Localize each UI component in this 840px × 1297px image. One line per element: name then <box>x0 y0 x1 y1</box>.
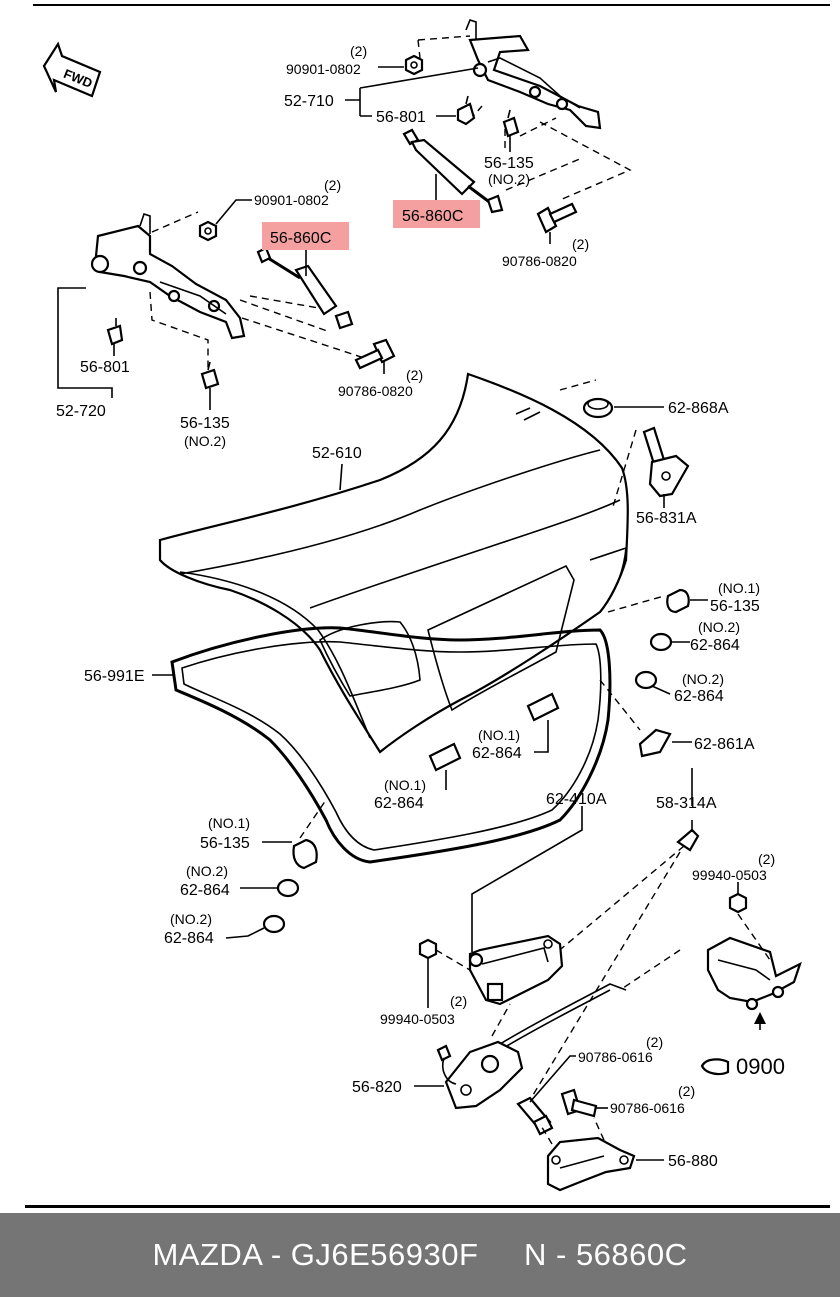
label-62-868a: 62-868A <box>668 400 729 417</box>
label-90786-0820-top: 90786-0820 <box>502 253 577 269</box>
highlight-56-860c-left <box>262 222 349 250</box>
stopper-56-135-top <box>502 109 520 138</box>
lock-56-820 <box>436 1040 524 1110</box>
bumper-56-831a <box>642 426 690 498</box>
label-62-864-c2: 62-864 <box>374 795 424 812</box>
label-90786-0820-left: 90786-0820 <box>338 383 413 399</box>
highlight-56-860c-top <box>393 200 480 228</box>
plug-62-864-center-2 <box>428 742 462 772</box>
label-62-864-c1-no: (NO.1) <box>478 727 520 743</box>
footer-part-number: MAZDA - GJ6E56930F N - 56860C <box>152 1237 688 1272</box>
label-62-864-bl2-no: (NO.2) <box>170 911 212 927</box>
plug-62-864-right-2 <box>634 670 658 690</box>
label-90901-0802-top-qty: (2) <box>350 43 367 59</box>
label-90901-0802-left-qty: (2) <box>324 177 341 193</box>
striker-56-880 <box>546 1136 636 1192</box>
nut-99940-0503-right <box>728 892 748 914</box>
nut-90901-0802-left <box>198 220 218 242</box>
label-56-801-left: 56-801 <box>80 359 130 376</box>
label-90786-0616-a-qty: (2) <box>646 1034 663 1050</box>
label-56-135-bl-no: (NO.1) <box>208 815 250 831</box>
label-56-135-left-no: (NO.2) <box>184 433 226 449</box>
label-62-861a: 62-861A <box>694 736 755 753</box>
hinge-right-52-710 <box>465 19 602 130</box>
label-56-135-right: 56-135 <box>710 598 760 615</box>
bolt-90786-0616-a <box>516 1096 554 1136</box>
label-56-831a: 56-831A <box>636 510 697 527</box>
label-62-864-bl1: 62-864 <box>180 882 230 899</box>
plug-62-864-right-1 <box>649 632 673 652</box>
top-frame-line <box>33 4 830 6</box>
bolt-90786-0820-top <box>536 202 578 234</box>
cover-62-861a <box>638 728 672 758</box>
label-56-820: 56-820 <box>352 1079 402 1096</box>
label-62-864-c1: 62-864 <box>472 745 522 762</box>
label-62-410a: 62-410A <box>546 791 607 808</box>
weatherstrip-56-991e <box>170 626 612 864</box>
label-52-720: 52-720 <box>56 403 106 420</box>
label-62-864-bl1-no: (NO.2) <box>186 863 228 879</box>
label-62-864-r2-no: (NO.2) <box>682 671 724 687</box>
footer-bar: MAZDA - GJ6E56930F N - 56860C <box>0 1213 840 1297</box>
label-90786-0820-left-qty: (2) <box>406 367 423 383</box>
plug-62-864-center-1 <box>526 692 560 722</box>
label-99940-0503-left: 99940-0503 <box>380 1011 455 1027</box>
clip-56-801-top <box>456 95 476 126</box>
label-99940-0503-left-qty: (2) <box>450 993 467 1009</box>
label-62-864-bl2: 62-864 <box>164 930 214 947</box>
label-56-860c-left: 56-860C <box>270 230 331 247</box>
label-90901-0802-top: 90901-0802 <box>286 61 361 77</box>
switch-58-314a <box>676 828 700 852</box>
label-90786-0616-b: 90786-0616 <box>610 1100 685 1116</box>
label-56-135-top-no: (NO.2) <box>488 171 530 187</box>
label-56-135-bl: 56-135 <box>200 835 250 852</box>
label-90786-0616-a: 90786-0616 <box>578 1049 653 1065</box>
plug-62-868a <box>582 397 614 419</box>
gas-strut-56-860c-left <box>256 246 354 330</box>
nut-90901-0802-top <box>404 54 424 76</box>
label-56-860c-top: 56-860C <box>402 208 463 225</box>
actuator-assembly <box>706 936 802 1011</box>
label-90786-0820-top-qty: (2) <box>572 236 589 252</box>
bolt-90786-0820-left <box>354 338 396 370</box>
nut-99940-0503-left <box>418 938 438 960</box>
label-56-135-right-no: (NO.1) <box>718 580 760 596</box>
label-56-135-top: 56-135 <box>484 155 534 172</box>
label-56-991e: 56-991E <box>84 668 145 685</box>
stopper-56-135-left <box>200 361 220 390</box>
gas-strut-56-860c-top <box>402 128 504 214</box>
label-52-610: 52-610 <box>312 445 362 462</box>
clip-56-801-left <box>106 318 124 346</box>
fwd-arrow-icon: FWD <box>42 41 102 98</box>
label-90901-0802-left: 90901-0802 <box>254 192 329 208</box>
plug-62-864-bottom-left-2 <box>262 914 286 934</box>
label-62-864-r1-no: (NO.2) <box>698 619 740 635</box>
label-99940-0503-right-qty: (2) <box>758 851 775 867</box>
label-62-864-c2-no: (NO.1) <box>384 777 426 793</box>
hand-pointer-icon <box>700 1058 730 1076</box>
label-0900: 0900 <box>736 1054 785 1079</box>
latch-62-410a <box>468 934 564 1006</box>
label-62-864-r2: 62-864 <box>674 688 724 705</box>
label-99940-0503-right: 99940-0503 <box>692 867 767 883</box>
label-90786-0616-b-qty: (2) <box>678 1083 695 1099</box>
label-58-314a: 58-314A <box>656 795 717 812</box>
trunk-lid-52-610 <box>158 372 629 754</box>
footer-divider <box>25 1205 830 1208</box>
hinge-left-52-720 <box>90 212 246 340</box>
stopper-56-135-right <box>666 588 690 614</box>
label-56-135-left: 56-135 <box>180 415 230 432</box>
stopper-56-135-bottom-left <box>292 838 318 870</box>
label-62-864-r1: 62-864 <box>690 637 740 654</box>
label-52-710: 52-710 <box>284 93 334 110</box>
label-56-801-top: 56-801 <box>376 109 426 126</box>
label-56-880: 56-880 <box>668 1153 718 1170</box>
plug-62-864-bottom-left-1 <box>276 878 300 898</box>
bolt-90786-0616-b <box>560 1088 598 1118</box>
